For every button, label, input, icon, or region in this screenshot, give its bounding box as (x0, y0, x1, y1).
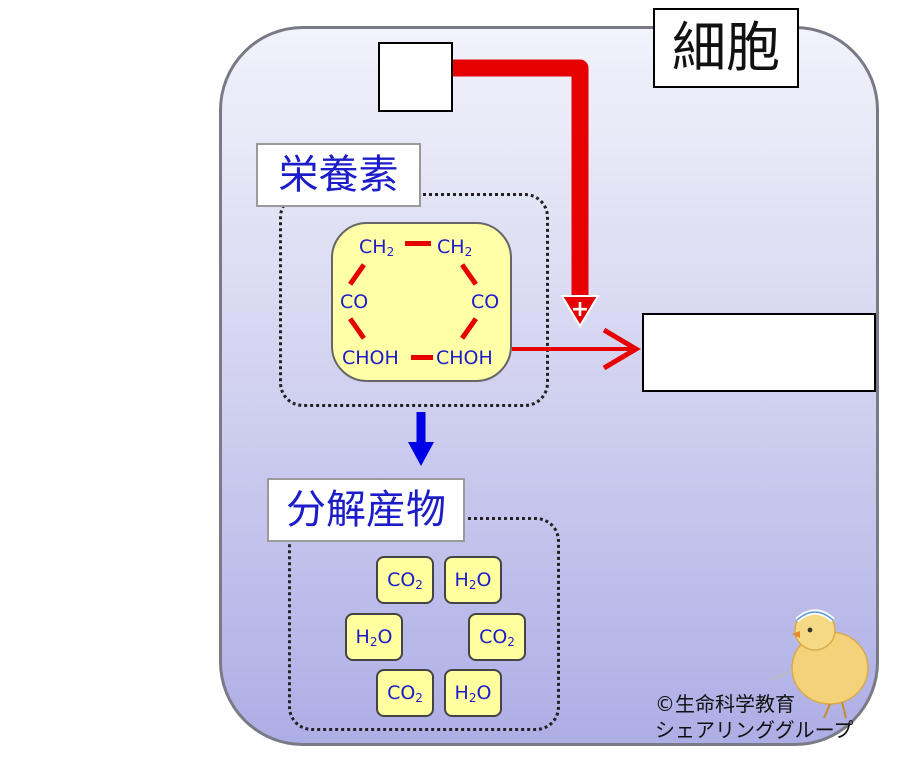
copyright-notice: ©生命科学教育 シェアリンググループ (655, 691, 853, 743)
co-left: CO (340, 291, 369, 313)
copyright-line-1: ©生命科学教育 (655, 692, 795, 716)
input-box (378, 42, 453, 112)
co2-chip: CO2 (376, 669, 434, 717)
energy-arrow-head (560, 295, 600, 328)
ch2-left: CH2 (359, 236, 395, 259)
h2o-chip: H2O (444, 556, 502, 604)
co2-chip: CO2 (468, 613, 526, 661)
reaction-arrow-head (602, 327, 641, 371)
breakdown-arrow-head (408, 442, 434, 466)
bond-bottom (411, 355, 433, 360)
bond-top (405, 241, 431, 246)
glucose-molecule: CH2 CH2 CO CO CHOH CHOH (331, 222, 512, 382)
co2-chip: CO2 (376, 556, 434, 604)
ch2-right: CH2 (437, 236, 473, 259)
products-title: 分解産物 (267, 478, 465, 542)
choh-left: CHOH (342, 347, 399, 369)
energy-arrow (452, 59, 589, 298)
cell-title: 細胞 (653, 8, 799, 88)
nutrient-title: 栄養素 (256, 143, 421, 207)
plus-sign: + (570, 297, 590, 322)
h2o-chip: H2O (345, 613, 403, 661)
choh-right: CHOH (436, 347, 493, 369)
copyright-line-2: シェアリンググループ (655, 718, 854, 742)
output-box (642, 313, 876, 392)
co-right: CO (471, 291, 500, 313)
h2o-chip: H2O (444, 669, 502, 717)
